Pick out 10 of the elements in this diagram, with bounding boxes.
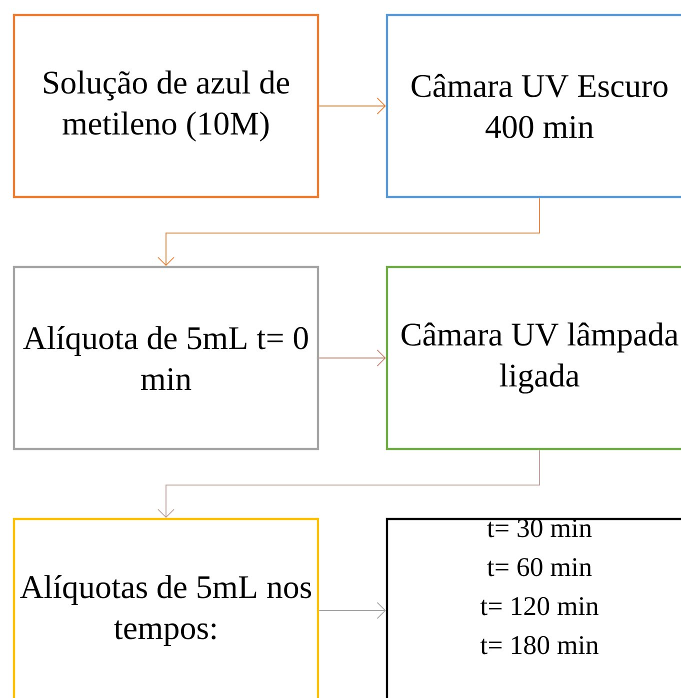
process-box: Alíquotas de 5mL nos tempos: (12, 518, 320, 698)
arrow (318, 98, 386, 114)
process-box: Câmara UV lâmpada ligada (386, 266, 681, 450)
arrow (158, 450, 540, 518)
arrow (318, 602, 386, 619)
process-box: Câmara UV Escuro 400 min (386, 14, 681, 198)
arrow (318, 350, 386, 366)
process-box: Alíquota de 5mL t= 0 min (12, 266, 320, 450)
arrow (158, 198, 540, 266)
process-box: Solução de azul de metileno (10M) (12, 14, 320, 198)
